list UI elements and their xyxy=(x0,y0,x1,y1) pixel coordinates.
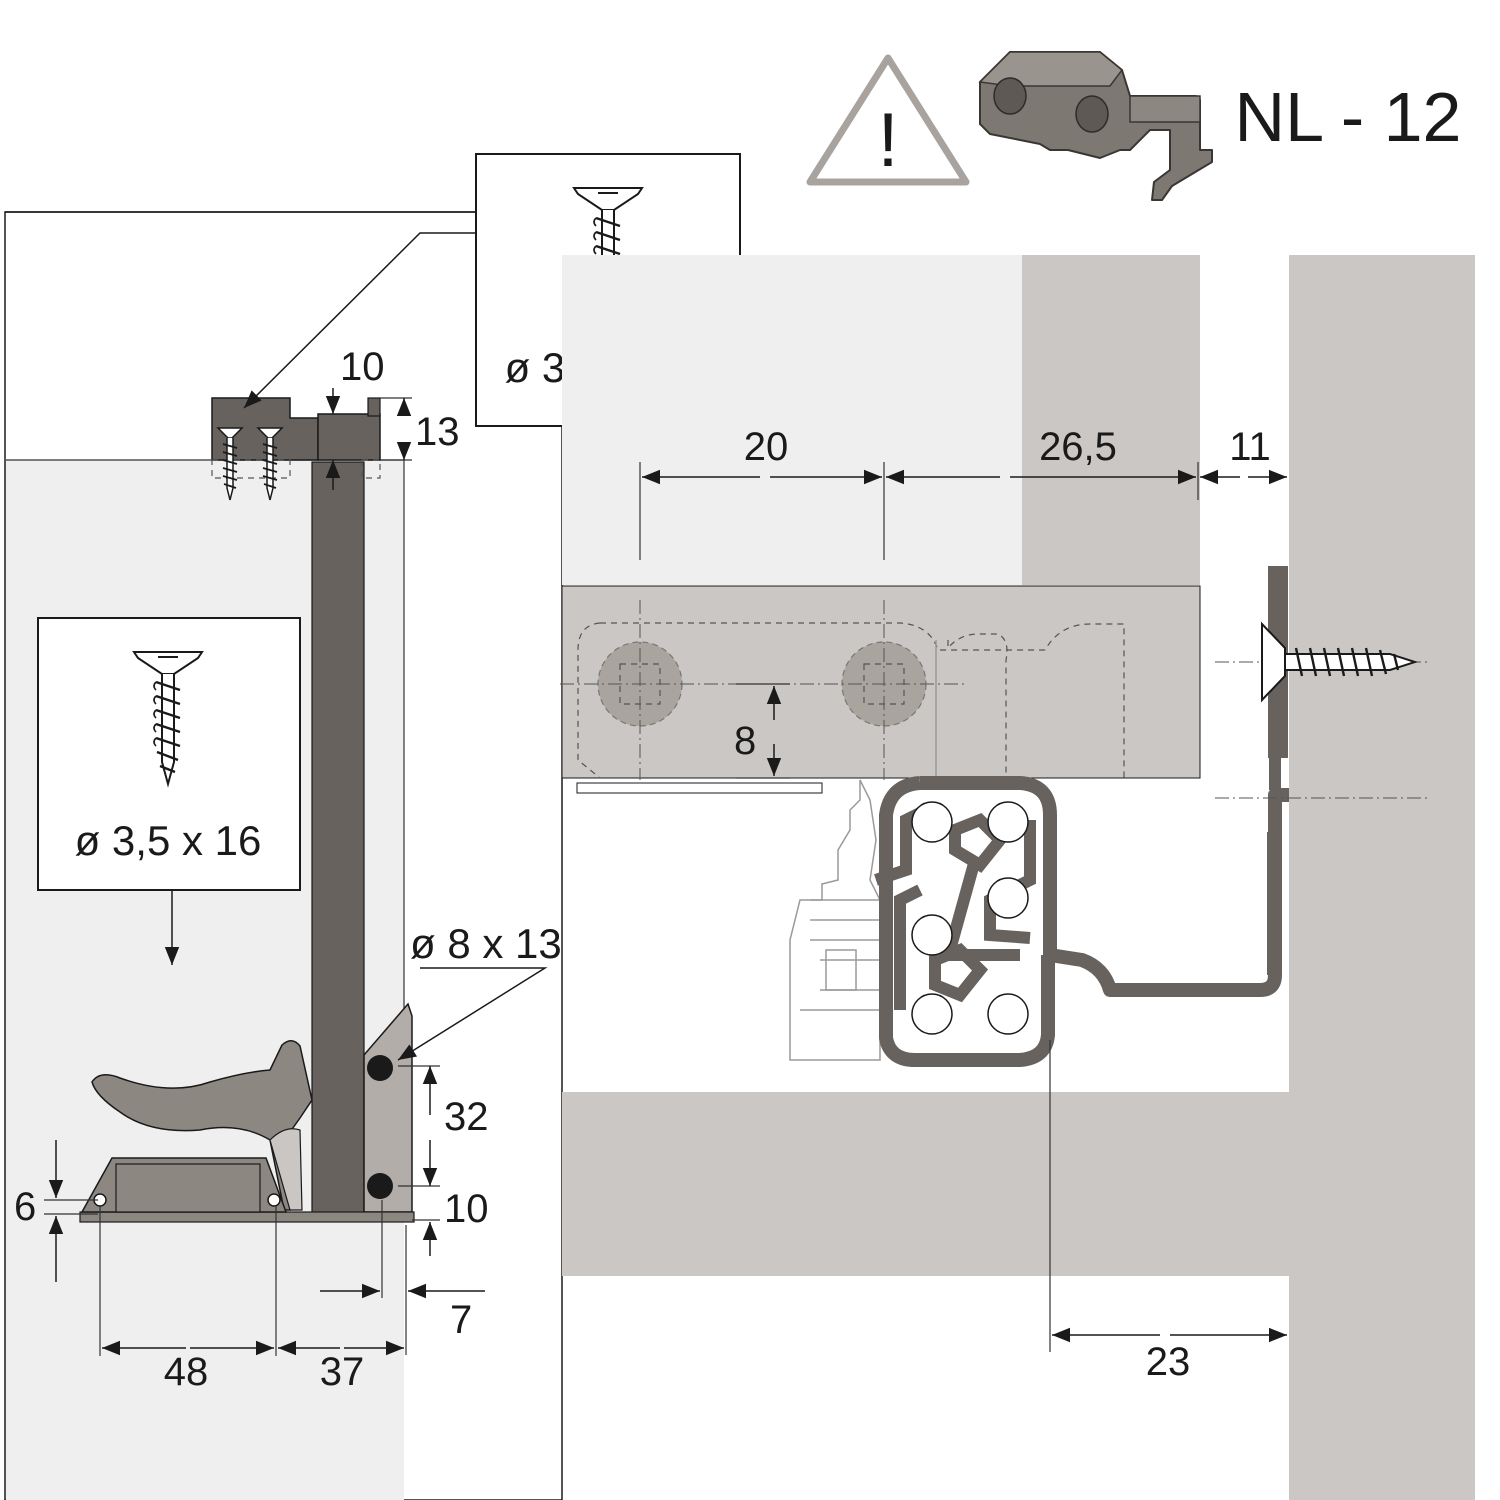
dim-10-top: 10 xyxy=(325,345,385,490)
svg-text:8: 8 xyxy=(734,719,756,763)
dim-7: 7 xyxy=(320,1200,485,1355)
dowel-label: ø 8 x 13 xyxy=(410,920,562,967)
svg-text:13: 13 xyxy=(415,410,460,454)
dim-8: 8 xyxy=(734,683,790,779)
screw-callout-16: ø 3,5 x 16 xyxy=(37,617,301,965)
dim-6: 6 xyxy=(14,1140,98,1282)
svg-text:37: 37 xyxy=(320,1350,365,1394)
svg-text:11: 11 xyxy=(1229,425,1271,469)
top-clip xyxy=(211,397,381,501)
dim-20-26-11: 20 26,5 11 xyxy=(639,425,1287,560)
clip-part-icon xyxy=(978,51,1213,201)
svg-text:7: 7 xyxy=(450,1298,472,1342)
product-code: NL - 12 xyxy=(1235,78,1462,156)
svg-text:20: 20 xyxy=(744,425,789,469)
svg-text:26,5: 26,5 xyxy=(1039,425,1117,469)
svg-text:32: 32 xyxy=(444,1095,489,1139)
screw-label-16: ø 3,5 x 16 xyxy=(75,817,262,864)
dim-13: 13 xyxy=(380,397,460,461)
warning-symbol: ! xyxy=(877,98,898,183)
svg-text:6: 6 xyxy=(14,1185,36,1229)
rail-profile xyxy=(874,566,1289,1067)
dim-10-bottom: 10 xyxy=(412,1187,489,1256)
runner-ghost xyxy=(789,640,937,1061)
fixing-screw xyxy=(1215,621,1430,799)
dim-32: 32 xyxy=(398,1065,489,1187)
svg-text:10: 10 xyxy=(444,1187,489,1231)
svg-text:48: 48 xyxy=(164,1350,209,1394)
svg-text:10: 10 xyxy=(340,345,385,389)
right-section-view: 20 26,5 11 8 23 xyxy=(560,255,1475,1500)
svg-text:23: 23 xyxy=(1146,1340,1191,1384)
locking-device xyxy=(80,1040,313,1213)
dim-23: 23 xyxy=(1049,1040,1287,1384)
dim-48-37: 48 37 xyxy=(99,1206,404,1394)
warning-triangle-icon: ! xyxy=(806,54,970,186)
